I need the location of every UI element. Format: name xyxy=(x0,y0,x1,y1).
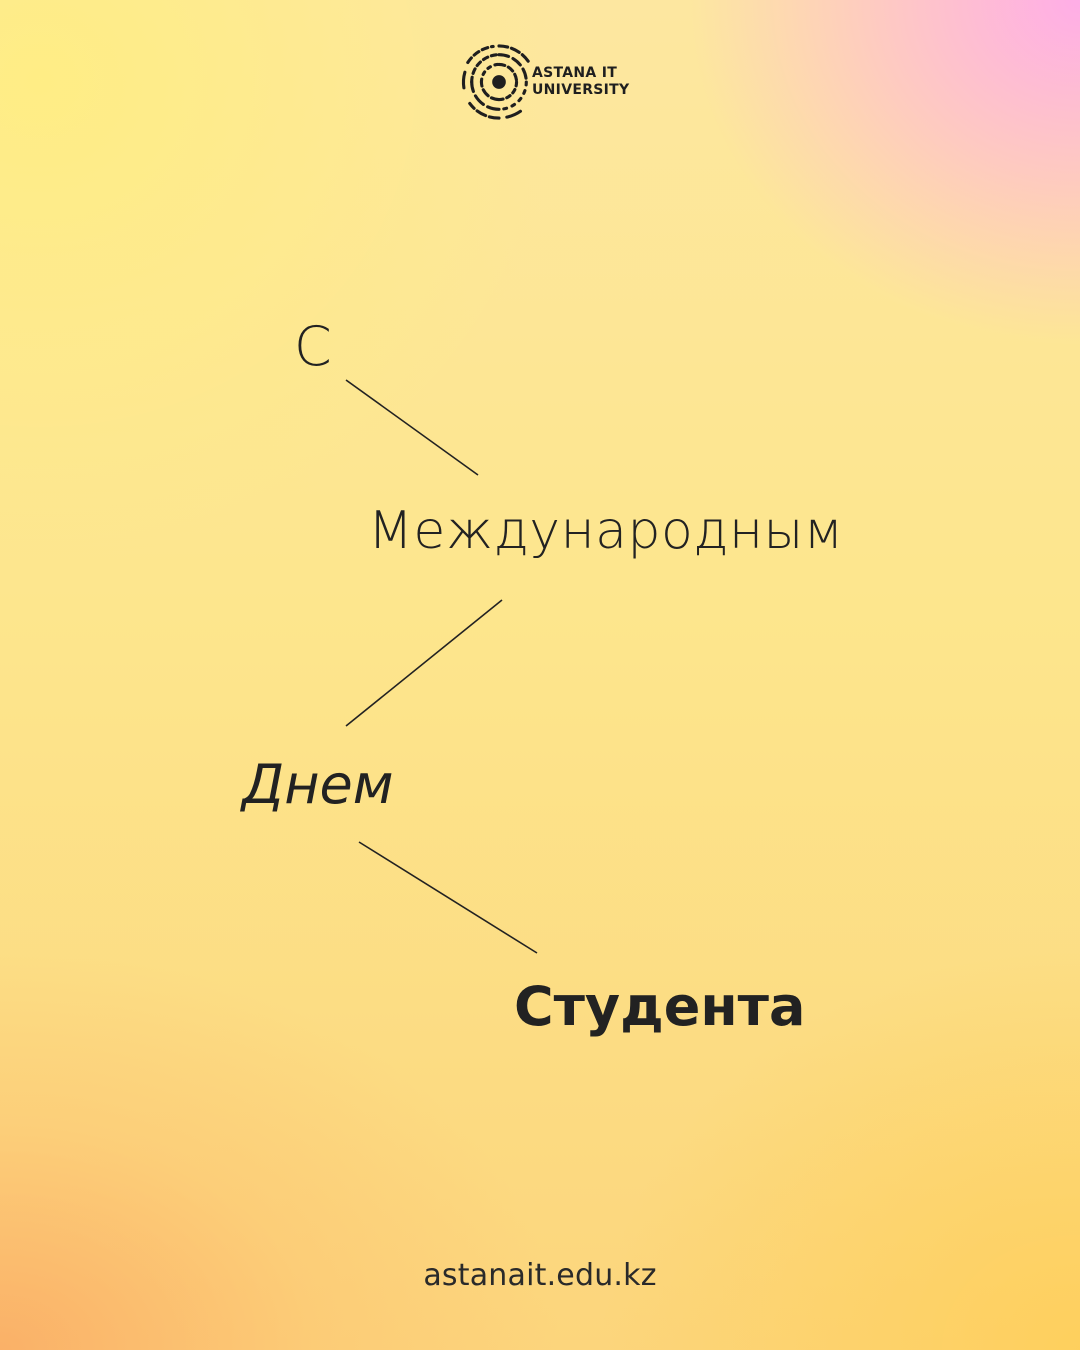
website-url: astanait.edu.kz xyxy=(423,1258,657,1293)
phrase-word-s: С xyxy=(294,315,332,378)
phrase-word-student: Студента xyxy=(514,975,806,1038)
phrase-word-day: Днем xyxy=(242,753,394,816)
brand-logo: ASTANA IT UNIVERSITY xyxy=(460,42,629,122)
brand-name-line1: ASTANA IT xyxy=(532,65,618,81)
brand-name-line2: UNIVERSITY xyxy=(532,82,630,98)
astana-it-university-logo-icon xyxy=(461,44,532,120)
phrase-word-international: Международным xyxy=(368,501,844,561)
brand-name: ASTANA IT UNIVERSITY xyxy=(532,65,629,99)
